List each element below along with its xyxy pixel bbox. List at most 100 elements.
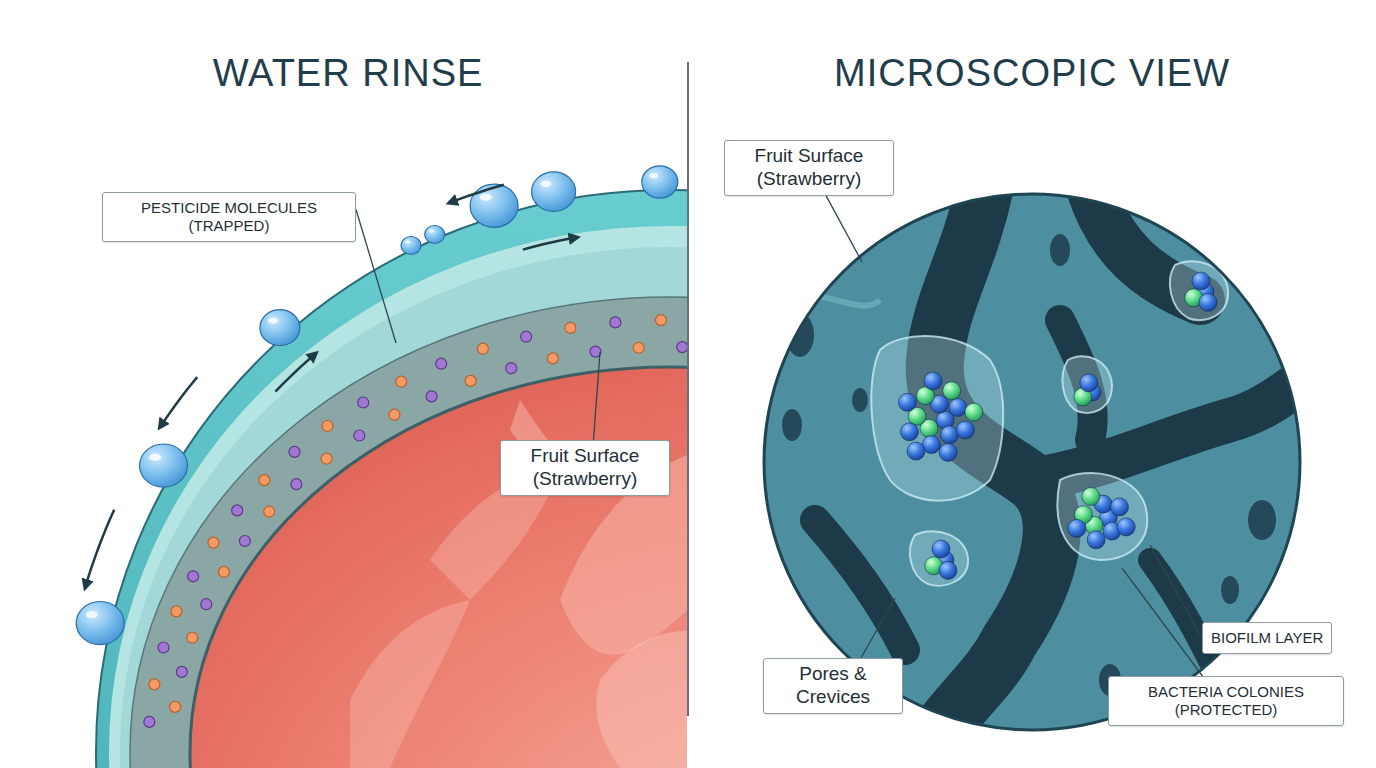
bacterium [939,561,957,579]
label-text: Fruit Surface (Strawberry) [509,445,661,491]
leader-line [594,352,601,440]
pesticide-molecule [477,343,488,354]
bacterium [901,423,919,441]
pesticide-molecule [176,666,187,677]
leader-line [826,196,862,262]
rinse-arrow [449,185,504,203]
leader-line [1150,545,1202,638]
bacterium [939,443,957,461]
bacterium [932,540,950,558]
pesticide-molecule [565,322,576,333]
surface-pore [1252,288,1268,312]
flesh-streak [350,600,470,768]
bacterium [965,403,983,421]
rinse-arrow [160,377,198,427]
fruit-outer-skin [96,190,687,768]
pesticide-molecule [321,453,332,464]
bacterium [1117,518,1135,536]
bacterium [898,393,916,411]
pesticide-molecule [171,606,182,617]
water-droplet [401,237,421,255]
pesticide-molecule [354,430,365,441]
microscope-view [764,185,1330,745]
droplet-highlight [540,181,551,188]
pesticide-molecule [232,505,243,516]
pesticide-molecule [389,409,400,420]
bacterium [924,372,942,390]
droplet-highlight [405,241,410,244]
fruit-cross-section [76,166,687,768]
label-text: Pores & Crevices [772,663,894,709]
water-droplet [76,602,124,645]
label-text: Fruit Surface (Strawberry) [733,145,885,191]
panel-title: WATER RINSE [213,52,484,95]
water-droplet [140,444,188,487]
pesticide-molecule [396,376,407,387]
pesticide-molecule [633,342,644,353]
surface-pore [782,409,802,441]
pesticide-molecule [144,716,155,727]
pesticide-molecule [358,397,369,408]
label-box: Fruit Surface (Strawberry) [500,440,670,496]
bacteria [898,272,1217,579]
leader-line [1122,568,1202,676]
pesticide-molecule [188,571,199,582]
surface-pore [786,313,814,357]
pesticide-molecule [426,391,437,402]
pesticide-molecule [291,479,302,490]
bacterium [943,382,961,400]
pesticide-molecule [187,632,198,643]
label-text: PESTICIDE MOLECULES (TRAPPED) [113,199,345,235]
bacterium [907,442,925,460]
bacterium [949,398,967,416]
pesticide-molecule [264,506,275,517]
rinse-arrow [523,237,577,249]
pesticide-molecule [655,315,666,326]
leader-line [356,210,396,344]
surface-pore [823,232,847,268]
pesticide-molecule [218,566,229,577]
biofilm-pocket [871,336,1003,501]
label-box: Pores & Crevices [763,658,903,714]
surface-pore [1248,500,1276,540]
pesticide-molecule [521,331,532,342]
droplet-highlight [480,194,492,201]
pesticide-molecule [610,317,621,328]
pesticide-molecule [158,642,169,653]
bacterium [1192,272,1210,290]
biofilm-pocket [1062,356,1112,413]
droplet-highlight [268,318,278,324]
water-droplet [532,172,576,212]
pesticide-molecules [144,315,687,728]
pesticide-molecule [436,358,447,369]
bacterium [956,421,974,439]
surface-pore [852,388,868,412]
rinse-arrow [85,510,114,588]
bacterium [940,426,958,444]
label-text: BACTERIA COLONIES (PROTECTED) [1119,683,1333,719]
pesticide-molecule [239,536,250,547]
droplet-highlight [149,454,161,461]
water-droplet [260,310,300,346]
fruit-flesh [190,367,687,768]
water-droplet [470,184,518,227]
fruit-light-layer [109,226,687,768]
water-droplet [642,166,678,198]
pesticide-molecule [465,375,476,386]
water-droplets [76,166,678,645]
pesticide-molecule [149,679,160,690]
label-box: PESTICIDE MOLECULES (TRAPPED) [102,192,356,242]
bacterium [1068,519,1086,537]
pesticide-molecule [289,446,300,457]
rinse-arrows [85,185,577,588]
fruit-light-layer [120,247,687,768]
bacterium [1080,374,1098,392]
flesh-streak [596,630,687,768]
pesticide-molecule [170,701,181,712]
bacterium [1087,531,1105,549]
label-box: BACTERIA COLONIES (PROTECTED) [1108,676,1344,726]
pesticide-molecule [547,353,558,364]
